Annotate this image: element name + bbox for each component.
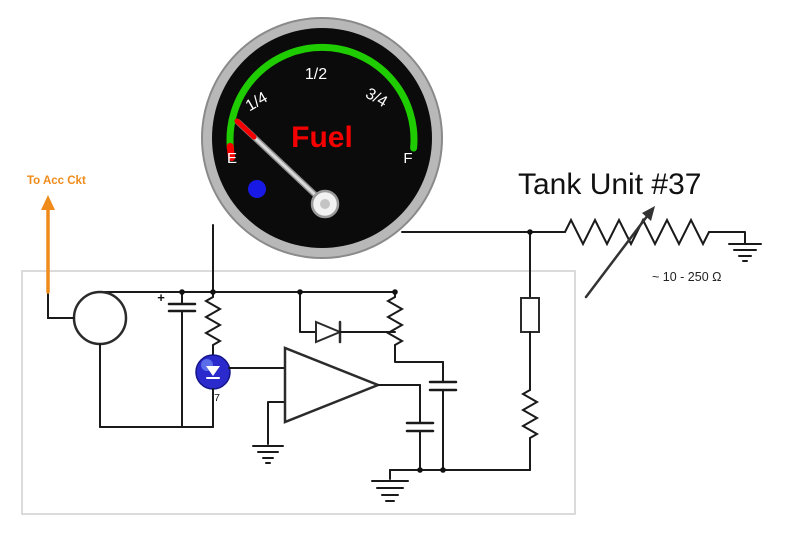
gauge-label-empty: E [227,150,237,167]
junction-dot [179,289,185,295]
ground-symbol-tank [728,243,762,262]
tank-unit: Tank Unit #37 ~ 10 - 250 Ω [518,168,762,299]
low-fuel-indicator-dot [248,180,266,198]
junction-dot [210,289,216,295]
gauge-brand-label: Fuel [291,121,353,154]
tank-unit-title: Tank Unit #37 [518,168,701,201]
capacitor-c1: + [157,290,197,428]
diode-glyph-icon [206,366,220,376]
capacitor-c3 [405,384,435,471]
fuel-gauge: 1/4 1/2 3/4 E F Fuel [201,17,443,259]
op-amp-input2-wire [267,401,286,445]
gauge-label-half: 1/2 [305,66,327,83]
junction-dots [179,229,533,473]
acc-arrow-head-icon [41,195,55,210]
op-amp-triangle [283,346,382,424]
ground-symbol-main [371,469,409,502]
tank-resistance-range-label: ~ 10 - 250 Ω [652,270,721,284]
resistor-zigzag [385,296,405,346]
resistor-lead [394,344,444,363]
trimmer-r3 [520,297,540,391]
tank-wiper-arrow-head-icon [642,206,655,221]
gauge-face [212,28,432,248]
gauge-needle [234,118,340,219]
needle-hub-center [320,199,330,209]
resistor-zigzag [203,296,223,346]
circuit-board: + 7 [21,224,576,515]
junction-dot [297,289,303,295]
op-amp [228,346,421,445]
tank-resistor-zigzag [564,217,714,247]
ground-symbol-input [252,445,284,464]
tank-ground-wire [712,231,746,244]
gauge-scale-arc [226,44,418,152]
capacitor-c2 [428,361,458,471]
acc-feed: To Acc Ckt [27,175,86,294]
tank-wiper-arrow-line [584,213,650,299]
regulator-pin-label: 7 [214,392,220,404]
coil-circle-symbol [72,290,128,346]
diode-triangle [315,320,343,344]
resistor-r4 [520,389,540,471]
regulator-component: 7 [195,354,231,428]
gauge-empty-tick [226,142,236,162]
junction-dot [417,467,423,473]
resistor-r2 [385,291,444,363]
diode-d1 [299,291,396,344]
resistor-zigzag [520,389,540,439]
trimmer-body [520,297,540,333]
junction-dot [440,467,446,473]
acc-connection-wire [47,291,75,319]
acc-label: To Acc Ckt [27,175,86,187]
junction-dot [527,229,533,235]
diode-anode-wire [299,291,317,333]
needle-tip [234,118,257,140]
junction-dot [392,289,398,295]
gauge-label-full: F [403,150,412,167]
capacitor-polarity-label: + [157,290,165,305]
